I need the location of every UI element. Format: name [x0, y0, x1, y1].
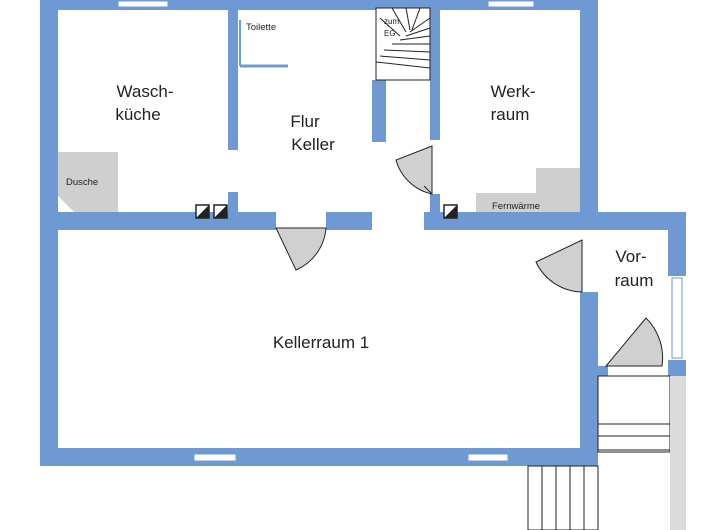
door-flur-kellerraum[interactable] — [275, 227, 327, 271]
label-toilette: Toilette — [246, 22, 276, 33]
room-label-flur-2: Keller — [291, 135, 335, 154]
room-label-waschkueche-2: küche — [115, 105, 160, 124]
wall-waschkueche-flur-low — [228, 192, 238, 222]
window-vorraum — [671, 277, 683, 359]
door-vorraum-garden[interactable] — [604, 317, 664, 367]
wall-middle-right — [424, 212, 598, 230]
exterior-steps — [527, 465, 599, 530]
room-label-werkraum-2: raum — [491, 105, 530, 124]
vent-icon-3-fill — [444, 205, 457, 218]
wall-stair-left — [372, 80, 386, 142]
room-label-vorraum-1: Vor- — [615, 247, 646, 266]
wall-south — [40, 448, 598, 466]
staircase-eg[interactable] — [375, 7, 431, 81]
shower-area — [58, 152, 118, 212]
label-stairs-eg-1: zum — [384, 17, 399, 26]
room-label-werkraum-1: Werk- — [490, 82, 535, 101]
wall-vorraum-east-low — [668, 360, 686, 376]
wall-flur-werkraum — [430, 0, 440, 140]
label-dusche: Dusche — [66, 177, 98, 188]
wall-vorraum-north — [580, 212, 686, 230]
label-stairs-eg-2: EG — [384, 29, 396, 38]
room-label-kellerraum: Kellerraum 1 — [273, 333, 369, 352]
room-label-vorraum-2: raum — [615, 271, 654, 290]
wall-east-lower — [580, 292, 598, 466]
wall-flur-werkraum-low — [430, 194, 440, 222]
wall-north — [40, 0, 598, 10]
wall-middle-left — [40, 212, 276, 230]
room-label-flur-1: Flur — [290, 112, 320, 131]
door-kellerraum-vorraum[interactable] — [535, 239, 583, 293]
door-flur-werkraum-swing — [423, 185, 433, 195]
window-south-2 — [467, 453, 509, 462]
wall-west — [40, 0, 58, 466]
window-south-1 — [193, 453, 237, 462]
wall-east-upper — [580, 0, 598, 230]
wall-waschkueche-flur — [228, 0, 238, 150]
staircase-garden[interactable] — [597, 375, 686, 530]
wall-middle-center — [326, 212, 372, 230]
window-north-1 — [117, 0, 169, 8]
vent-icon-1-fill — [196, 205, 209, 218]
door-flur-werkraum[interactable] — [395, 145, 433, 195]
window-north-2 — [487, 0, 535, 8]
district-heating-area — [476, 168, 580, 212]
wall-vorraum-south — [598, 366, 608, 376]
room-label-waschkueche-1: Wasch- — [117, 82, 174, 101]
label-fernwaerme: Fernwärme — [492, 201, 540, 212]
vent-icon-2-fill — [214, 205, 227, 218]
wall-vorraum-east — [668, 212, 686, 276]
